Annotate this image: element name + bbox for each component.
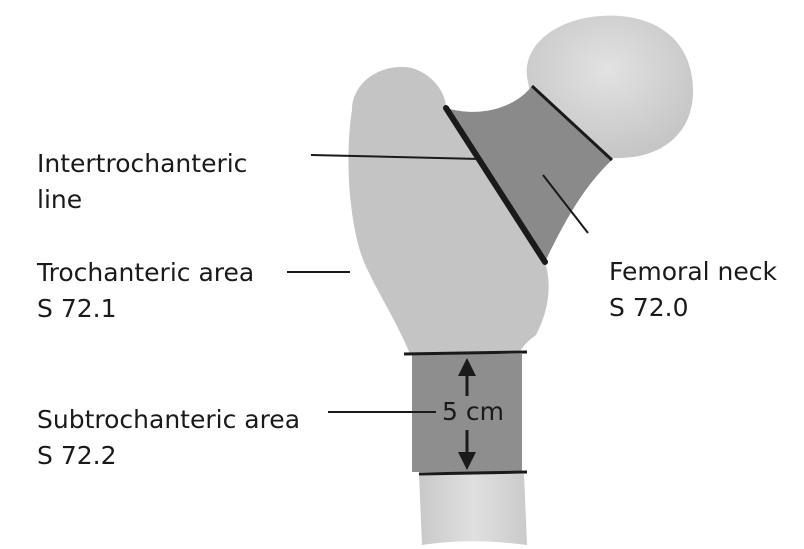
- intertrochanteric-label: Intertrochanteric line: [37, 146, 247, 218]
- subtrochanteric-area-name: Subtrochanteric area: [37, 402, 300, 438]
- trochanteric-area-name: Trochanteric area: [37, 255, 254, 291]
- subtrochanteric-area-code: S 72.2: [37, 438, 300, 474]
- subtrochanteric-area-label: Subtrochanteric area S 72.2: [37, 402, 300, 474]
- intertrochanteric-label-line2: line: [37, 182, 247, 218]
- trochanteric-area-code: S 72.1: [37, 291, 254, 327]
- dimension-label: 5 cm: [442, 397, 504, 427]
- intertrochanteric-label-line1: Intertrochanteric: [37, 146, 247, 182]
- femoral-neck-name: Femoral neck: [609, 254, 777, 290]
- femoral-neck-label: Femoral neck S 72.0: [609, 254, 777, 326]
- upper-boundary-line: [404, 352, 527, 354]
- lower-boundary-line: [419, 472, 527, 474]
- femoral-neck-code: S 72.0: [609, 290, 777, 326]
- lower-shaft: [419, 474, 527, 545]
- trochanteric-area-label: Trochanteric area S 72.1: [37, 255, 254, 327]
